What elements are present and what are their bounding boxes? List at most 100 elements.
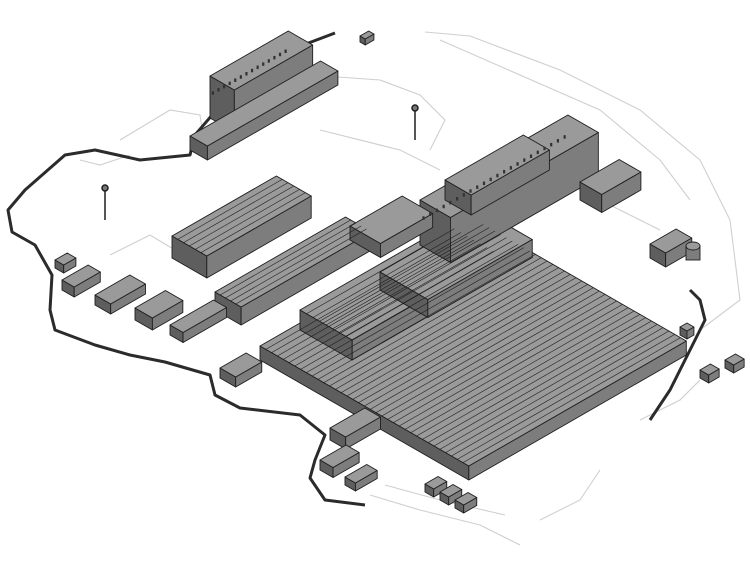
site-road — [639, 379, 701, 421]
roof-ridge — [312, 250, 530, 377]
window — [422, 216, 425, 220]
roof-ridge — [433, 320, 652, 447]
roof-ridge — [375, 287, 594, 413]
west-hut-4-roof — [169, 299, 228, 333]
west-hut-3 — [134, 290, 184, 331]
window — [267, 59, 270, 63]
roof-ridge — [319, 235, 468, 322]
roof-ridge — [265, 224, 484, 350]
roof-ridge — [387, 294, 606, 420]
roof-ridge — [345, 250, 494, 337]
window — [442, 204, 445, 209]
east-annex — [579, 159, 642, 213]
parked-unit-3-roof — [454, 492, 478, 506]
window — [523, 158, 526, 162]
workshop-mid — [214, 216, 373, 326]
parked-unit-1-roof — [424, 476, 448, 490]
south-block-1 — [329, 407, 381, 450]
tall-block-north-roof — [209, 30, 314, 91]
window — [469, 189, 472, 193]
south-block-3-roof — [344, 464, 378, 484]
window — [278, 52, 282, 57]
roof-ridge — [306, 247, 525, 373]
upper-works-roof — [444, 134, 550, 196]
upper-works — [444, 134, 550, 216]
site-boundary-line — [424, 31, 741, 331]
pipe-yard-roof — [349, 195, 434, 244]
silo — [685, 241, 701, 261]
roof-ridge — [183, 182, 289, 243]
west-hut-4 — [169, 299, 228, 343]
roof-ridge — [364, 280, 583, 407]
roof-ridge — [235, 228, 367, 305]
window — [550, 142, 553, 147]
window — [217, 88, 220, 92]
south-block-1-roof — [329, 407, 381, 438]
roof-ridge — [451, 330, 670, 457]
south-block-2 — [319, 444, 360, 478]
roof-ridge — [358, 277, 577, 403]
east-annex-roof — [579, 159, 642, 195]
site-road — [309, 74, 446, 151]
window — [476, 185, 479, 189]
north-marker — [359, 30, 375, 46]
connector-corridor-roof — [189, 60, 339, 147]
roof-ridge — [422, 314, 641, 440]
window — [250, 68, 254, 73]
roof-ridge — [381, 290, 600, 417]
roof-ridge — [445, 327, 664, 453]
roof-ridge — [312, 232, 462, 318]
roof-ridge — [325, 239, 475, 326]
silo-top — [685, 241, 701, 251]
south-block-3 — [344, 464, 378, 492]
window — [449, 200, 452, 205]
roof-ridge — [399, 300, 617, 427]
west-kiosk — [54, 252, 77, 274]
site-road — [539, 469, 601, 521]
roof-ridge — [294, 240, 513, 367]
west-utility — [219, 352, 263, 388]
roof-ridge — [339, 247, 488, 333]
window — [228, 81, 231, 86]
roof-ridge — [370, 284, 588, 410]
window — [536, 150, 539, 155]
roof-ridge — [352, 274, 571, 400]
roof-ridge — [462, 337, 681, 463]
west-hut-2-roof — [94, 274, 146, 305]
window — [563, 135, 566, 139]
window — [509, 166, 512, 170]
roof-ridge — [416, 310, 635, 437]
window — [429, 212, 432, 216]
west-hut-1-roof — [61, 264, 101, 288]
window — [482, 181, 486, 186]
west-kiosk-roof — [54, 252, 77, 266]
window — [256, 65, 259, 70]
window — [516, 162, 519, 166]
roof-ridge — [428, 317, 646, 443]
site-road — [79, 154, 131, 166]
roof-ridge — [277, 230, 496, 357]
east-box-roof — [679, 322, 695, 332]
roof-ridge — [457, 334, 675, 460]
east-building-roof — [649, 228, 693, 254]
roof-ridge — [177, 179, 283, 240]
window — [455, 197, 459, 201]
east-box — [679, 322, 695, 340]
window — [245, 72, 248, 76]
roof-ridge — [288, 237, 507, 363]
pole-group — [101, 104, 419, 220]
roof-ridge — [230, 225, 362, 302]
roof-ridge — [346, 270, 565, 397]
west-utility-roof — [219, 352, 263, 378]
buildings-group — [54, 30, 745, 514]
site-boundary-line — [439, 39, 691, 201]
window — [503, 169, 506, 174]
roof-ridge — [329, 260, 548, 387]
roof-ridge — [300, 244, 519, 370]
window — [489, 177, 492, 182]
east-hut-1 — [699, 363, 720, 384]
west-hut-1 — [61, 264, 101, 298]
window — [435, 208, 439, 213]
window — [211, 91, 214, 95]
